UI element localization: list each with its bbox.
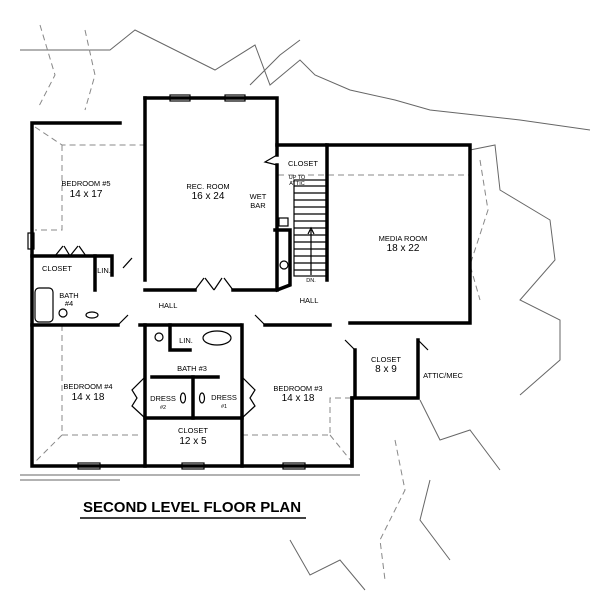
dress2-label-1: DRESS <box>150 394 176 403</box>
media-room-size: 18 x 22 <box>387 243 420 254</box>
dress2-label-2: #2 <box>160 405 166 411</box>
sink-icon <box>179 392 187 404</box>
media-room-label: MEDIA ROOM <box>379 234 428 243</box>
hall-right-label: HALL <box>300 296 319 305</box>
dress1-label-2: #1 <box>221 404 227 410</box>
linen-closet-label: LIN. <box>97 266 111 275</box>
bedroom5-size: 14 x 17 <box>70 189 103 200</box>
bedroom3-label: BEDROOM #3 <box>273 384 322 393</box>
closet-12x5-size: 12 x 5 <box>179 436 207 447</box>
walls <box>30 96 472 468</box>
bath3-label: BATH #3 <box>177 364 207 373</box>
attic-mec-label: ATTIC/MEC <box>423 371 463 380</box>
plan-title: SECOND LEVEL FLOOR PLAN <box>83 499 301 516</box>
arrow-up-icon <box>307 226 315 235</box>
bathtub-icon <box>34 287 54 323</box>
sink-icon <box>198 392 206 404</box>
bedroom3-size: 14 x 18 <box>282 393 315 404</box>
closet-12x5-label: CLOSET <box>178 426 208 435</box>
up-to-attic-label-1: UP TO <box>289 175 306 181</box>
tub-icon <box>202 330 232 346</box>
sink-icon <box>85 311 99 319</box>
toilet-icon <box>154 332 164 342</box>
rec-room-label: REC. ROOM <box>186 182 229 191</box>
toilet-icon <box>58 308 68 318</box>
stair-down-label: DN. <box>306 278 316 284</box>
bath4-label-2: #4 <box>65 299 73 308</box>
double-door-bedroom5 <box>54 245 87 257</box>
bedroom4-label: BEDROOM #4 <box>63 382 112 391</box>
rec-room-size: 16 x 24 <box>192 191 225 202</box>
bedroom5-closet-label: CLOSET <box>42 264 72 273</box>
hall-left-label: HALL <box>159 301 178 310</box>
bedroom5-label: BEDROOM #5 <box>61 179 110 188</box>
up-to-attic-label-2: ATTIC <box>289 181 305 187</box>
fixtures <box>34 217 289 404</box>
bedroom4-size: 14 x 18 <box>72 392 105 403</box>
closet-8x9-label: CLOSET <box>371 355 401 364</box>
stair-closet-label: CLOSET <box>288 159 318 168</box>
doors <box>54 154 429 419</box>
wet-bar-sink-icon <box>278 217 289 227</box>
bath4-label-1: BATH <box>59 291 78 300</box>
wet-bar-label-1: WET <box>250 192 267 201</box>
roof-lines <box>20 24 591 591</box>
bath3-linen-label: LIN. <box>179 336 193 345</box>
ceiling-lines <box>34 126 470 463</box>
water-heater-icon <box>279 260 289 270</box>
dress1-label-1: DRESS <box>211 393 237 402</box>
closet-8x9-size: 8 x 9 <box>375 364 397 375</box>
wet-bar-label-2: BAR <box>250 201 266 210</box>
staircase <box>293 179 328 277</box>
windows <box>27 94 306 470</box>
double-door-rec-room <box>194 277 234 291</box>
